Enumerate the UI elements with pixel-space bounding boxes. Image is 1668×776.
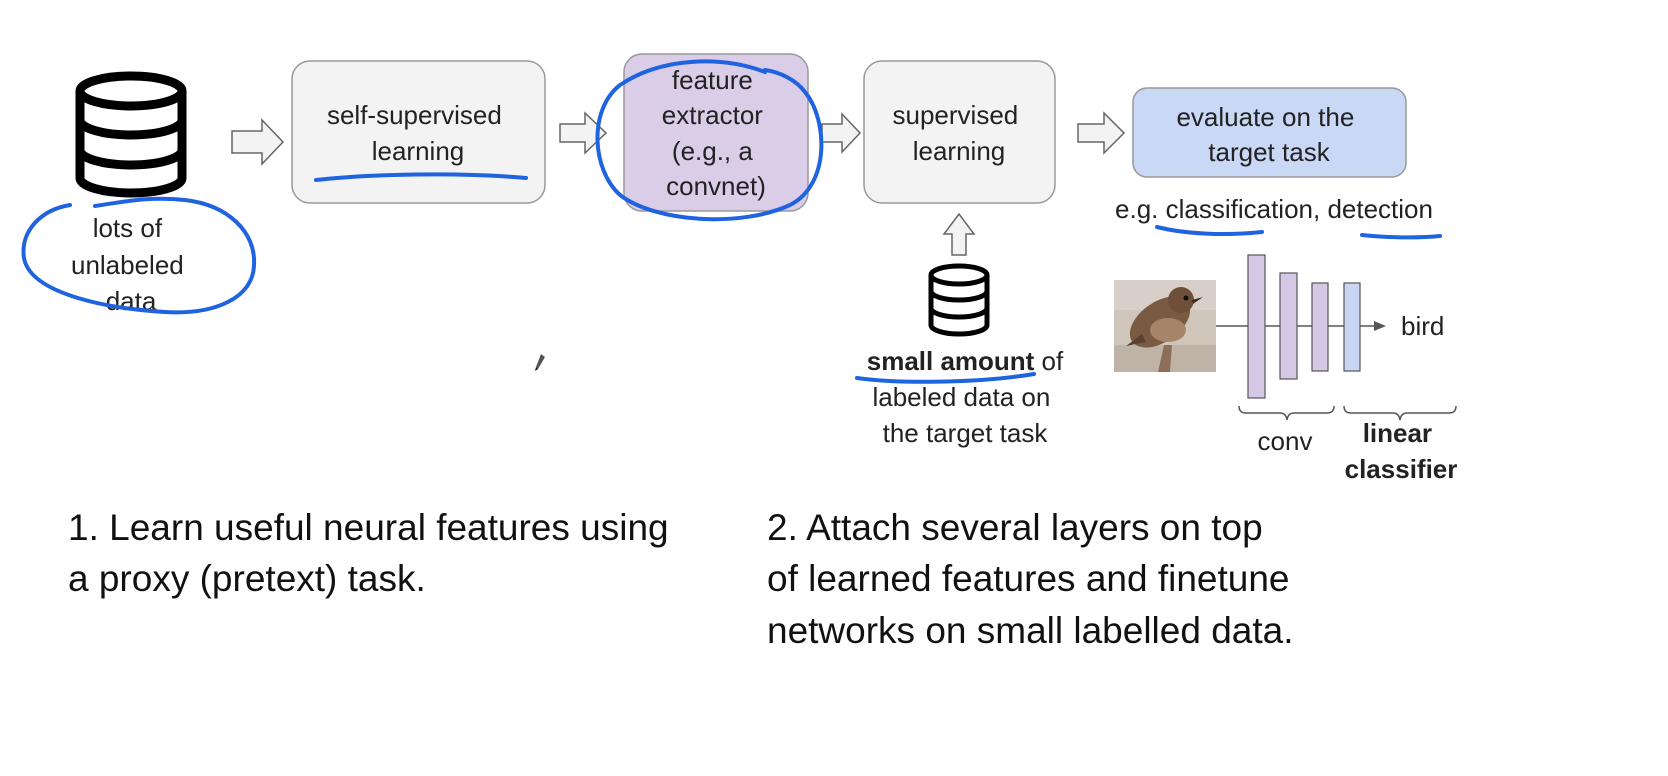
linear-classifier-line: linear — [1363, 418, 1432, 448]
self-supervised-line: self-supervised — [327, 100, 502, 130]
annotation-underline-classification — [1155, 225, 1264, 237]
labeled-data-label: labeled data on the target task — [872, 382, 1057, 448]
supervised-line: supervised — [893, 100, 1019, 130]
feature-extractor-line: extractor — [662, 100, 763, 130]
conv-label: conv — [1258, 426, 1313, 456]
arrow-right-icon — [821, 112, 862, 154]
labeled-data-rest: of — [1034, 346, 1064, 376]
arrow-up-icon — [942, 212, 976, 256]
conv-layer — [1311, 282, 1329, 372]
caption-step2-line: 2. Attach several layers on top — [767, 507, 1263, 548]
arrow-right-icon — [231, 118, 285, 166]
arrow-right-icon — [559, 111, 608, 155]
feature-extractor-label: feature extractor (e.g., a convnet) — [662, 65, 770, 201]
labeled-data-line: labeled data on — [872, 382, 1050, 412]
caption-step1-line: a proxy (pretext) task. — [68, 558, 426, 599]
evaluate-line: target task — [1208, 137, 1330, 167]
database-icon — [75, 71, 187, 198]
self-supervised-box — [291, 60, 546, 204]
linear-classifier-line: classifier — [1345, 454, 1458, 484]
labeled-data-bold: small amount — [867, 346, 1035, 376]
feature-extractor-box — [623, 53, 809, 212]
conv-layer — [1279, 272, 1298, 380]
conv-brace — [1238, 405, 1335, 421]
caption-step1: 1. Learn useful neural features using a … — [68, 507, 679, 599]
feature-extractor-line: (e.g., a — [672, 136, 753, 166]
feature-extractor-line: convnet) — [666, 171, 766, 201]
self-supervised-line: learning — [372, 136, 465, 166]
annotation-circle-unlabeled-data — [21, 196, 257, 315]
caption-step2-line: networks on small labelled data. — [767, 610, 1294, 651]
handwritten-annotations — [21, 59, 1442, 384]
annotation-underline-detection — [1360, 233, 1442, 240]
feature-extractor-line: feature — [672, 65, 753, 95]
unlabeled-data-line: lots of — [93, 213, 163, 243]
conv-layer — [1247, 254, 1266, 399]
annotation-underline-small-amount — [855, 372, 1036, 384]
evaluate-label: evaluate on the target task — [1176, 102, 1361, 167]
linear-brace — [1343, 405, 1457, 421]
caption-step2: 2. Attach several layers on top of learn… — [767, 507, 1300, 651]
pen-cursor-icon — [535, 354, 545, 371]
linear-classifier-label: linear classifier — [1345, 418, 1458, 484]
evaluate-example: e.g. classification, detection — [1115, 194, 1433, 224]
unlabeled-data-label: lots of unlabeled data — [71, 213, 191, 316]
unlabeled-data-line: unlabeled — [71, 250, 184, 280]
linear-layer — [1343, 282, 1361, 372]
supervised-label: supervised learning — [893, 100, 1026, 166]
labeled-data-heading: small amount of — [867, 346, 1064, 376]
self-supervised-label: self-supervised learning — [327, 100, 509, 166]
network-output-arrowhead — [1374, 321, 1386, 331]
output-label: bird — [1401, 311, 1444, 341]
supervised-box — [863, 60, 1056, 204]
bird-photo — [1114, 280, 1216, 372]
supervised-line: learning — [913, 136, 1006, 166]
caption-step2-line: of learned features and finetune — [767, 558, 1290, 599]
arrow-right-icon — [1077, 111, 1126, 155]
annotation-circle-feature-extractor — [595, 59, 824, 222]
evaluate-box — [1132, 87, 1407, 178]
evaluate-line: evaluate on the — [1176, 102, 1354, 132]
caption-step1-line: 1. Learn useful neural features using — [68, 507, 669, 548]
labeled-data-line: the target task — [883, 418, 1049, 448]
database-icon — [928, 263, 990, 337]
annotation-underline-self-supervised — [314, 172, 528, 182]
